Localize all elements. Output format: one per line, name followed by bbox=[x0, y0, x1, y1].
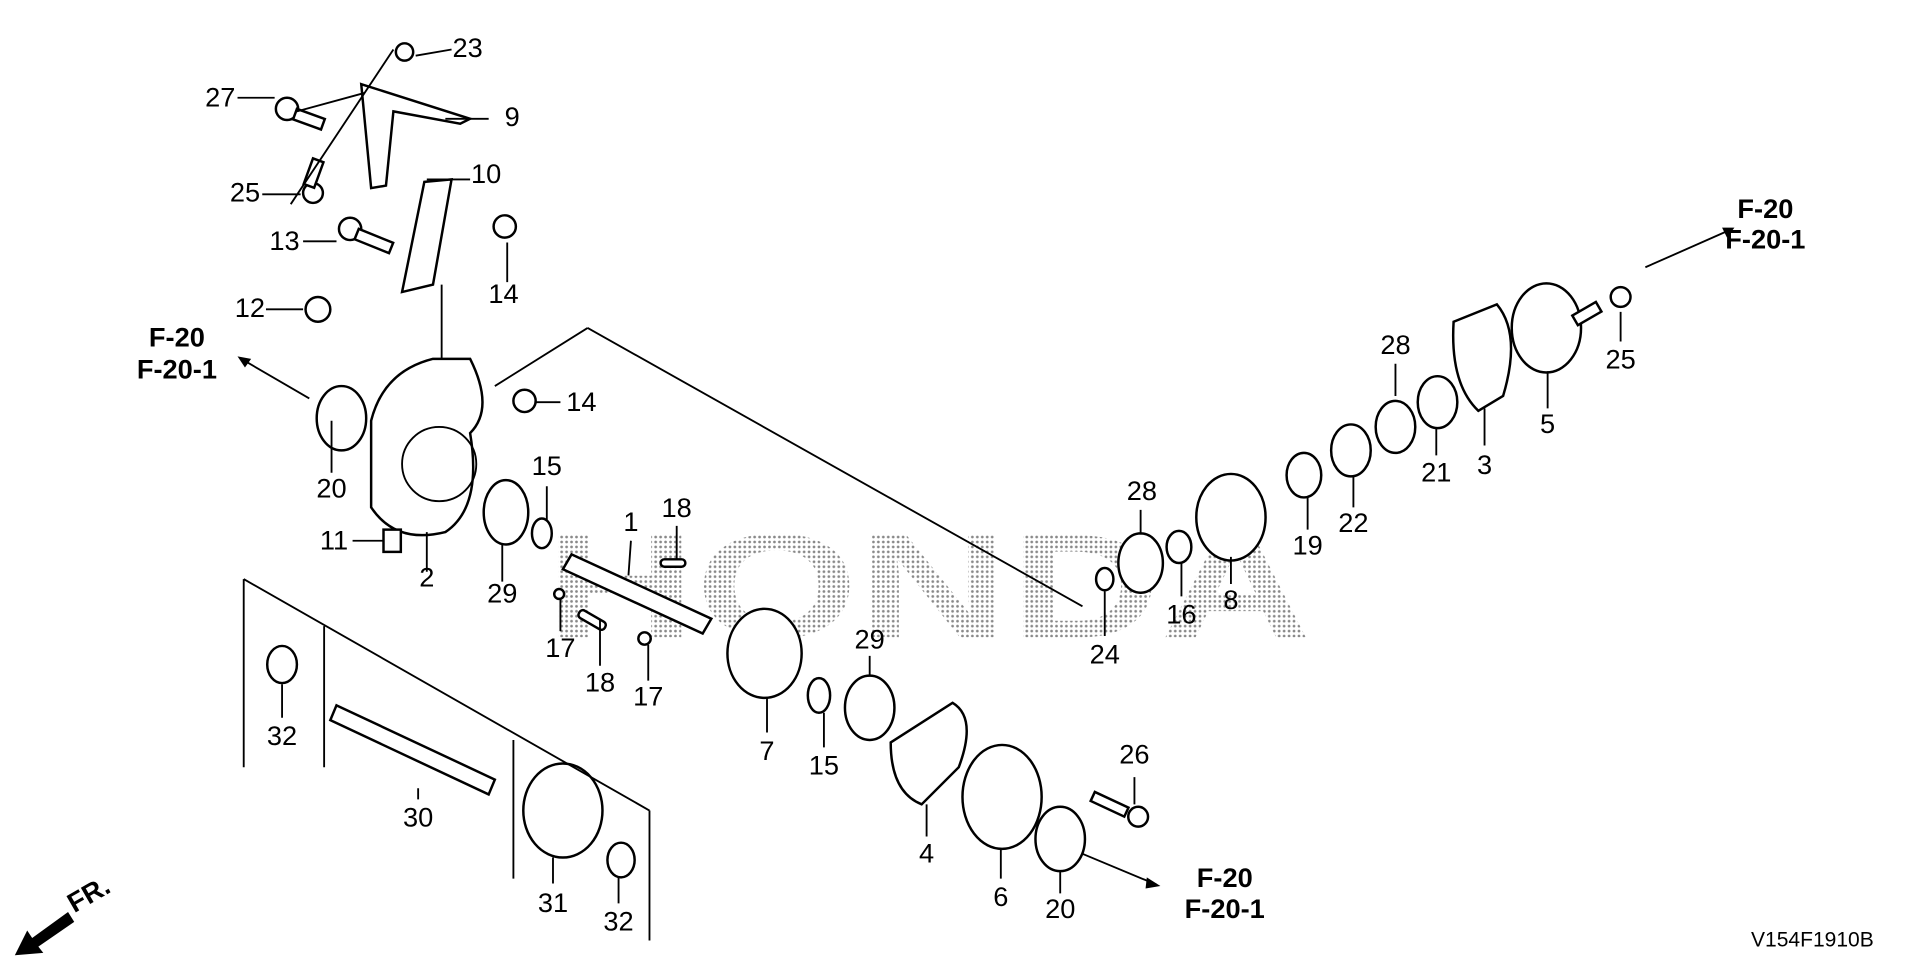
nut-14 bbox=[512, 388, 537, 414]
bolt-25-right bbox=[1570, 285, 1632, 327]
callout-labels: 23 27 910 25 13 14 12 14 20 15 1 18 11 2 29 17 18 17 28 25 5… bbox=[205, 32, 1636, 937]
front-arrow-icon bbox=[14, 911, 75, 956]
svg-text:F-20: F-20 bbox=[149, 321, 205, 352]
callout-part-20[interactable]: 20 bbox=[316, 472, 346, 503]
svg-text:F-20: F-20 bbox=[1197, 862, 1253, 893]
nut-14-top bbox=[492, 214, 518, 239]
key-18-top bbox=[659, 558, 687, 568]
callout-part-17[interactable]: 17 bbox=[633, 680, 663, 711]
callout-part-24[interactable]: 24 bbox=[1090, 638, 1120, 669]
callout-part-17[interactable]: 17 bbox=[545, 632, 575, 663]
arrow-left bbox=[240, 358, 310, 400]
reference-left[interactable]: F-20 F-20-1 bbox=[137, 321, 217, 384]
cover-6 bbox=[961, 743, 1043, 851]
oil-seal-32-right bbox=[606, 841, 636, 879]
callout-part-15[interactable]: 15 bbox=[532, 450, 562, 481]
key-18 bbox=[577, 608, 608, 632]
callout-part-1[interactable]: 1 bbox=[623, 506, 638, 537]
callout-part-3[interactable]: 3 bbox=[1477, 449, 1492, 480]
callout-part-28[interactable]: 28 bbox=[1127, 475, 1157, 506]
arrow-bottom bbox=[1082, 852, 1158, 886]
shaft-30 bbox=[328, 703, 497, 797]
callout-part-26[interactable]: 26 bbox=[1119, 738, 1149, 769]
callout-part-25[interactable]: 25 bbox=[1605, 344, 1635, 375]
callout-part-11[interactable]: 11 bbox=[320, 524, 348, 555]
callout-part-8[interactable]: 8 bbox=[1223, 584, 1238, 615]
plug-12 bbox=[304, 295, 332, 323]
pin-17-left bbox=[552, 587, 566, 601]
gear-7 bbox=[726, 607, 803, 700]
callout-part-27[interactable]: 27 bbox=[205, 81, 235, 112]
bracket-9 bbox=[359, 82, 474, 190]
bolt-13 bbox=[337, 216, 395, 255]
plug-11 bbox=[382, 528, 403, 554]
front-marker: FR. bbox=[62, 870, 115, 919]
callout-part-23[interactable]: 23 bbox=[452, 32, 482, 63]
bearing-22 bbox=[1329, 423, 1372, 478]
callout-part-4[interactable]: 4 bbox=[919, 837, 934, 868]
cover-5 bbox=[1510, 282, 1583, 374]
oil-seal-20-left bbox=[315, 384, 368, 452]
callout-part-32[interactable]: 32 bbox=[603, 906, 633, 937]
callout-part-32[interactable]: 32 bbox=[267, 720, 297, 751]
callout-part-6[interactable]: 6 bbox=[993, 881, 1008, 912]
callout-part-20[interactable]: 20 bbox=[1045, 893, 1075, 924]
washer-16 bbox=[1165, 529, 1193, 565]
callout-part-16[interactable]: 16 bbox=[1166, 599, 1196, 630]
callout-part-28[interactable]: 28 bbox=[1380, 329, 1410, 360]
bearing-28 bbox=[1117, 532, 1165, 594]
bearing-29-left bbox=[482, 478, 530, 546]
svg-text:F-20: F-20 bbox=[1737, 193, 1793, 224]
callout-part-14[interactable]: 14 bbox=[488, 278, 518, 309]
callout-part-12[interactable]: 12 bbox=[235, 292, 265, 323]
callout-part-18[interactable]: 18 bbox=[662, 492, 692, 523]
callout-part-30[interactable]: 30 bbox=[403, 802, 433, 833]
washer-15 bbox=[806, 676, 832, 714]
callout-part-21[interactable]: 21 bbox=[1421, 456, 1451, 487]
bolt-27 bbox=[274, 96, 327, 132]
collar-19 bbox=[1285, 451, 1323, 499]
gear-31 bbox=[522, 762, 604, 859]
callout-part-13[interactable]: 13 bbox=[269, 225, 299, 256]
callout-part-9[interactable]: 9 bbox=[505, 101, 520, 132]
bearing-28-right bbox=[1374, 399, 1417, 455]
reference-bottom[interactable]: F-20 F-20-1 bbox=[1185, 862, 1265, 924]
callout-part-7[interactable]: 7 bbox=[759, 735, 774, 766]
svg-text:F-20-1: F-20-1 bbox=[1185, 893, 1265, 924]
bracket-10 bbox=[400, 178, 454, 294]
callout-part-10[interactable]: 10 bbox=[471, 158, 501, 189]
svg-text:F-20-1: F-20-1 bbox=[1725, 224, 1805, 255]
callout-part-19[interactable]: 19 bbox=[1292, 529, 1322, 560]
circlip-24 bbox=[1094, 566, 1115, 592]
reference-top-right[interactable]: F-20 F-20-1 bbox=[1725, 193, 1805, 255]
callout-part-22[interactable]: 22 bbox=[1338, 507, 1368, 538]
oil-seal-32-left bbox=[265, 644, 299, 685]
parts-drawings bbox=[14, 42, 1735, 956]
callout-part-15[interactable]: 15 bbox=[809, 750, 839, 781]
callout-part-5[interactable]: 5 bbox=[1540, 408, 1555, 439]
oil-seal-20-bottom bbox=[1034, 805, 1087, 873]
gear-case-2 bbox=[369, 357, 484, 537]
callout-part-29[interactable]: 29 bbox=[487, 578, 517, 609]
arrow-top-right bbox=[1644, 229, 1730, 269]
bolt-25-left bbox=[301, 156, 326, 205]
pin-17 bbox=[637, 631, 652, 646]
diagram-code: V154F1910B bbox=[1751, 929, 1874, 952]
callout-part-14[interactable]: 14 bbox=[566, 386, 596, 417]
callout-part-25[interactable]: 25 bbox=[230, 177, 260, 208]
washer-15-left bbox=[530, 517, 553, 550]
gasket-3 bbox=[1451, 302, 1513, 413]
bearing-21 bbox=[1416, 374, 1459, 430]
svg-text:F-20-1: F-20-1 bbox=[137, 354, 217, 385]
bearing-29 bbox=[843, 674, 896, 742]
gear-8 bbox=[1195, 472, 1267, 562]
gasket-4 bbox=[889, 701, 968, 806]
callout-part-29[interactable]: 29 bbox=[855, 623, 885, 654]
nut-23 bbox=[394, 42, 415, 62]
callout-part-18[interactable]: 18 bbox=[585, 667, 615, 698]
bolt-26 bbox=[1089, 790, 1150, 828]
callout-part-31[interactable]: 31 bbox=[538, 887, 568, 918]
shaft-1 bbox=[561, 552, 714, 636]
callout-part-2[interactable]: 2 bbox=[419, 562, 434, 593]
